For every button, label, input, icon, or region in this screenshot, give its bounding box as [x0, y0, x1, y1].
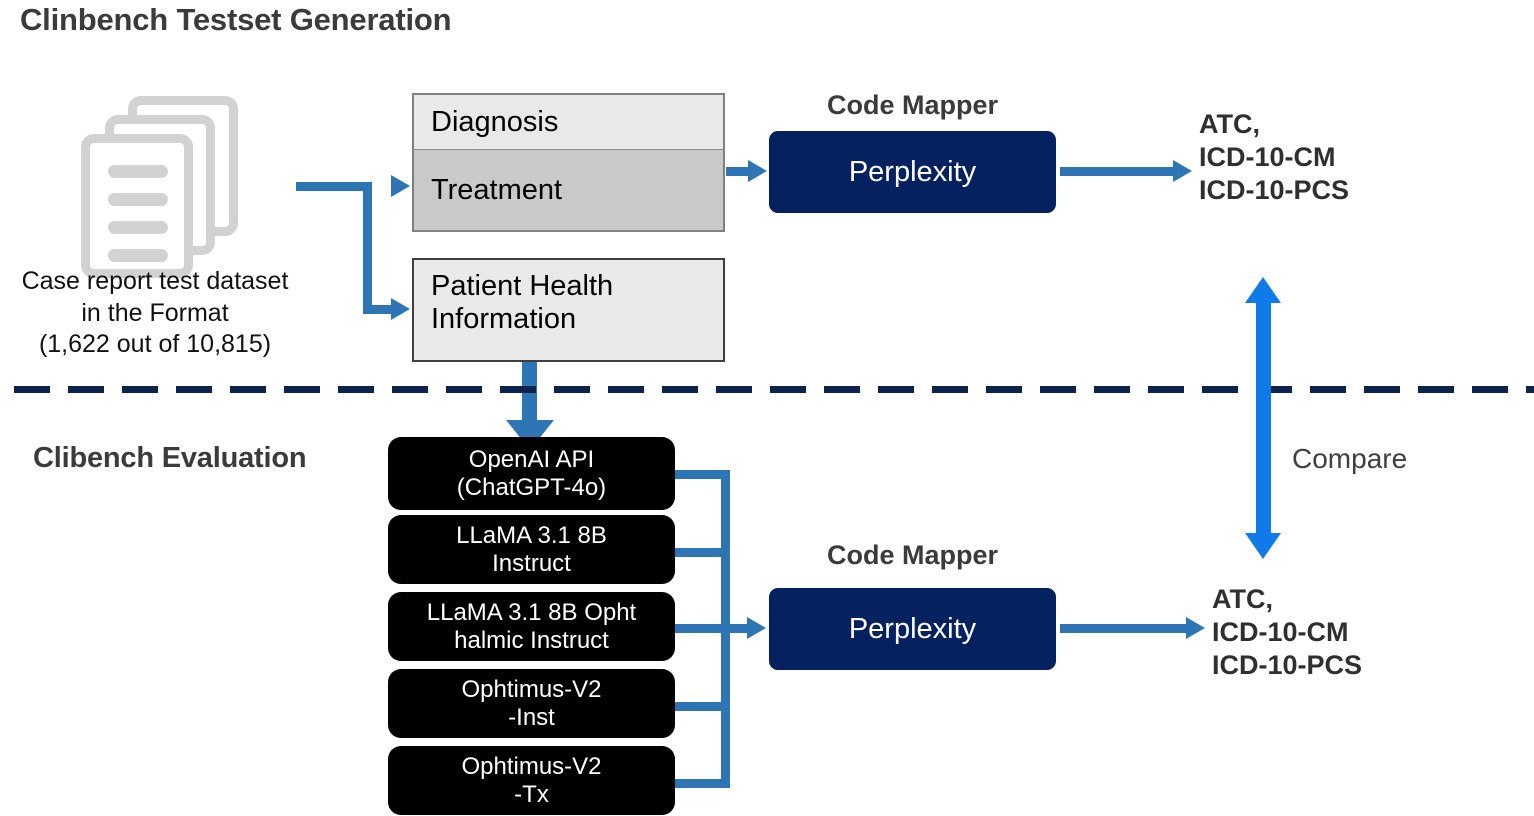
- document-text-line: [108, 221, 168, 234]
- document-text-line: [108, 165, 168, 178]
- output-code-line-2: ICD-10-CM: [1199, 141, 1336, 172]
- connector-model-stub-2: [675, 548, 730, 557]
- output-code-line-1: ATC,: [1212, 584, 1273, 614]
- dataset-caption-line-1: Case report test dataset: [21, 267, 289, 295]
- connector-dataset-to-phi: [363, 305, 393, 314]
- compare-arrow-shaft: [1256, 300, 1271, 536]
- model-box-llama-31-8b-instruct: LLaMA 3.1 8B Instruct: [388, 515, 675, 584]
- patient-health-line-2: Information: [431, 303, 577, 336]
- output-code-line-3: ICD-10-PCS: [1199, 174, 1350, 205]
- box-diagnosis: Diagnosis: [412, 93, 725, 150]
- compare-arrow-head-up: [1245, 277, 1281, 303]
- box-treatment: Treatment: [412, 150, 725, 232]
- perplexity-box-top: Perplexity: [769, 131, 1056, 213]
- connector-phi-to-models: [522, 362, 537, 424]
- model-line-2: -Tx: [514, 780, 549, 808]
- output-code-line-1: ATC,: [1199, 109, 1260, 139]
- box-patient-health-information: Patient Health Information: [412, 258, 725, 362]
- model-line-1: LLaMA 3.1 8B Opht: [426, 598, 637, 626]
- connector-perplexity-to-codes-bottom: [1060, 624, 1188, 633]
- model-line-1: OpenAI API: [468, 445, 595, 473]
- code-mapper-label-bottom: Code Mapper: [826, 540, 999, 570]
- arrow-dataset-to-patient-health: [391, 298, 410, 320]
- document-sheet-front: [81, 134, 193, 278]
- model-box-ophtimus-v2-tx: Ophtimus-V2 -Tx: [388, 746, 675, 815]
- model-box-llama-31-8b-ophthalmic-instruct: LLaMA 3.1 8B Opht halmic Instruct: [388, 592, 675, 661]
- connector-dataset-vertical: [363, 182, 372, 314]
- code-mapper-label-top: Code Mapper: [826, 90, 999, 120]
- page-title-generation: Clinbench Testset Generation: [20, 2, 452, 37]
- perplexity-box-bottom: Perplexity: [769, 588, 1056, 670]
- arrow-perplexity-to-codes-top: [1173, 160, 1192, 182]
- document-text-line: [108, 193, 168, 206]
- connector-perplexity-to-codes-top: [1060, 167, 1175, 176]
- compare-label: Compare: [1292, 443, 1408, 474]
- patient-health-line-1: Patient Health: [431, 270, 614, 302]
- document-stack-icon: [78, 96, 268, 278]
- section-divider: [14, 386, 1534, 393]
- model-line-2: -Inst: [508, 703, 555, 731]
- connector-model-stub-1: [675, 470, 730, 479]
- connector-model-stub-3: [675, 624, 730, 633]
- dataset-caption-line-3: (1,622 out of 10,815): [38, 330, 272, 358]
- model-box-openai-api: OpenAI API (ChatGPT-4o): [388, 437, 675, 510]
- arrow-models-to-perplexity: [747, 617, 766, 639]
- connector-model-stub-4: [675, 702, 730, 711]
- output-codes-top: ATC, ICD-10-CM ICD-10-PCS: [1199, 108, 1349, 207]
- model-line-1: Ophtimus-V2: [461, 675, 602, 703]
- connector-model-stub-5: [675, 779, 730, 788]
- compare-arrow-head-down: [1245, 533, 1281, 559]
- model-line-1: LLaMA 3.1 8B: [456, 521, 607, 549]
- connector-dataset-horizontal: [296, 182, 372, 191]
- arrow-dataset-to-treatment: [391, 175, 410, 197]
- output-code-line-2: ICD-10-CM: [1212, 616, 1349, 647]
- output-code-line-3: ICD-10-PCS: [1212, 649, 1363, 680]
- model-box-ophtimus-v2-inst: Ophtimus-V2 -Inst: [388, 669, 675, 738]
- dataset-caption-line-2: in the Format: [81, 298, 229, 327]
- output-codes-bottom: ATC, ICD-10-CM ICD-10-PCS: [1212, 583, 1362, 682]
- model-line-2: Instruct: [492, 549, 571, 577]
- dataset-caption: Case report test dataset in the Format (…: [0, 266, 310, 361]
- page-title-evaluation: Clibench Evaluation: [33, 442, 307, 474]
- connector-treatment-to-perplexity: [726, 167, 750, 176]
- model-line-2: halmic Instruct: [454, 626, 609, 654]
- model-line-1: Ophtimus-V2: [461, 752, 602, 780]
- connector-bracket-to-perplexity: [721, 624, 749, 633]
- model-line-2: (ChatGPT-4o): [456, 473, 607, 501]
- document-text-line: [108, 249, 168, 262]
- arrow-perplexity-to-codes-bottom: [1186, 617, 1205, 639]
- arrow-treatment-to-perplexity: [748, 160, 767, 182]
